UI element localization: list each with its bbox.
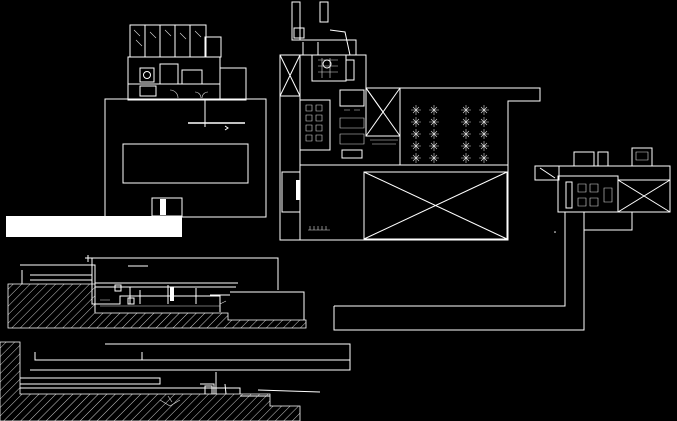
seating-cluster [479,153,489,163]
seating-cluster [479,117,489,127]
floor-plan-left [6,24,267,237]
plan-left-service-rooms [127,24,247,101]
plan-left-terrace-slab [6,216,182,237]
seating-cluster [429,141,439,151]
plan-left-entry-column [160,199,166,215]
plan-right-hall [557,175,619,213]
seating-cluster [461,129,471,139]
floor-plan-center [279,1,541,241]
plan-left-entry-block [151,197,183,217]
section-upper [7,255,307,329]
plan-left-marker [224,125,229,131]
floor-plan-right [333,147,671,331]
section-lower-stair [159,395,181,407]
plan-center-void-2 [363,171,508,240]
plan-left-outer-wall [104,98,267,218]
seating-cluster [411,153,421,163]
seating-cluster [411,105,421,115]
seating-cluster [461,117,471,127]
seating-cluster [429,117,439,127]
plan-center-stair [279,54,301,97]
plan-center-seating-grid [411,105,489,163]
plan-center-tower [291,1,357,82]
plan-right-outer-wall [333,165,671,331]
section-lower-detail [204,372,321,397]
plan-center-tables [299,89,398,159]
plan-left-pool [122,143,249,184]
section-lower [0,341,351,421]
plan-center-outer-wall [279,54,541,241]
seating-cluster [461,153,471,163]
seating-cluster [411,141,421,151]
plan-right-furniture [565,147,653,209]
plan-center-steps [308,226,330,231]
seating-cluster [461,105,471,115]
plan-right-void [617,179,671,213]
section-upper-floors [95,282,305,320]
seating-cluster [429,129,439,139]
plan-right-entry [534,165,560,181]
seating-cluster [411,129,421,139]
seating-cluster [429,153,439,163]
section-upper-left-volume [20,264,96,312]
section-upper-roof [85,255,279,312]
seating-cluster [461,141,471,151]
section-lower-levels [20,343,351,394]
seating-cluster [479,105,489,115]
section-lower-ground [0,341,301,421]
section-upper-detail [100,299,227,307]
seating-cluster [479,129,489,139]
seating-cluster [411,117,421,127]
plan-center-void-1 [365,87,401,137]
seating-cluster [429,105,439,115]
seating-cluster [479,141,489,151]
